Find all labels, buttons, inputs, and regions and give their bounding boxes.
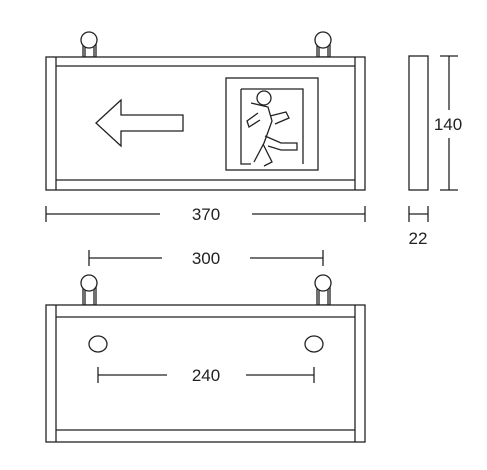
mounting-hole-icon	[304, 335, 324, 353]
mount-post-rear-left	[80, 274, 98, 306]
width-dimension: 370	[45, 205, 366, 224]
depth-dimension-label: 22	[409, 229, 428, 248]
front-view	[45, 31, 366, 191]
front-frame	[45, 56, 366, 191]
height-dimension-label: 140	[434, 115, 462, 134]
post-spacing-dimension: 300	[88, 249, 324, 268]
mounting-hole-icon	[88, 335, 108, 353]
mount-post-right	[314, 31, 332, 58]
left-arrow-icon	[95, 98, 184, 148]
mount-post-rear-right	[314, 274, 332, 306]
rear-frame	[45, 304, 366, 443]
side-view: 140 22	[408, 55, 462, 248]
hole-spacing-label: 240	[192, 366, 220, 385]
running-man-exit-icon	[225, 77, 319, 171]
width-dimension-label: 370	[192, 205, 220, 224]
side-profile	[408, 55, 429, 191]
mount-post-left	[80, 31, 98, 58]
post-spacing-label: 300	[192, 249, 220, 268]
rear-view: 240	[45, 274, 366, 443]
